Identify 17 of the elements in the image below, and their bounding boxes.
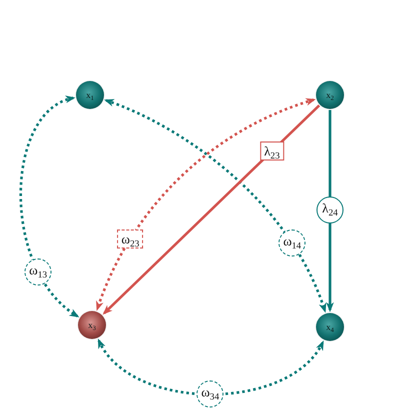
edge-label: λ$_{23}$: [260, 142, 284, 161]
node-label: x$_{4}$: [326, 322, 334, 332]
arrow: [326, 110, 334, 312]
edge-label: λ$_{24}$: [316, 196, 344, 224]
node-label: x$_{2}$: [326, 90, 334, 100]
node-label: x$_{3}$: [88, 320, 96, 330]
dotted-arrow: [20, 96, 80, 318]
edge-label: ω$_{23}$: [117, 229, 144, 248]
node-label: x$_{1}$: [86, 90, 94, 100]
sphere-node: [316, 313, 344, 341]
dotted-arrow: [98, 338, 324, 396]
sphere-node: [78, 311, 106, 339]
edge-label: ω$_{34}$: [196, 380, 224, 408]
edge-label: ω$_{14}$: [278, 230, 306, 257]
edge-label: ω$_{13}$: [24, 258, 52, 286]
sphere-node: [76, 81, 104, 109]
sphere-node: [316, 81, 344, 109]
